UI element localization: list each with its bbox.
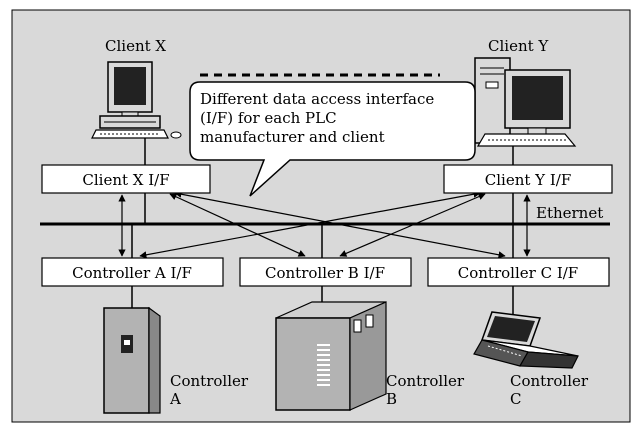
controller-c-laptop-icon xyxy=(473,311,579,369)
client-y-label: Client Y xyxy=(488,37,549,55)
controller-b-cabinet-icon xyxy=(275,301,387,411)
client-y-if-label: Client Y I/F xyxy=(485,171,571,189)
controller-c-if-label: Controller C I/F xyxy=(458,264,578,282)
controller-a-label-line2: A xyxy=(169,390,181,408)
controller-c-if-box xyxy=(427,257,610,287)
controller-a-cabinet-icon xyxy=(103,306,161,414)
ethernet-label: Ethernet xyxy=(536,204,603,222)
controller-c-label-line2: C xyxy=(510,390,521,408)
cross-access-arrows xyxy=(139,190,506,259)
client-x-label: Client X xyxy=(105,37,166,55)
client-x-if-box xyxy=(41,164,211,194)
callout-line-2: (I/F) for each PLC xyxy=(200,109,337,127)
callout-bubble xyxy=(189,81,476,197)
callout-line-3: manufacturer and client xyxy=(200,128,385,146)
callout-line-1: Different data access interface xyxy=(200,90,434,108)
controller-a-if-label: Controller A I/F xyxy=(72,264,192,282)
controller-b-vent-icon xyxy=(317,344,330,386)
controller-b-if-label: Controller B I/F xyxy=(265,264,385,282)
client-x-computer-icon xyxy=(91,61,182,139)
client-x-if-label: Client X I/F xyxy=(82,171,169,189)
controller-a-if-box xyxy=(41,257,224,287)
controller-c-label-line1: Controller xyxy=(510,372,589,390)
client-y-if-box xyxy=(443,164,613,194)
client-y-computer-icon xyxy=(474,57,577,147)
controller-b-if-box xyxy=(239,257,412,287)
controller-b-label-line1: Controller xyxy=(386,372,465,390)
controller-b-label-line2: B xyxy=(386,390,397,408)
controller-a-label-line1: Controller xyxy=(170,372,249,390)
